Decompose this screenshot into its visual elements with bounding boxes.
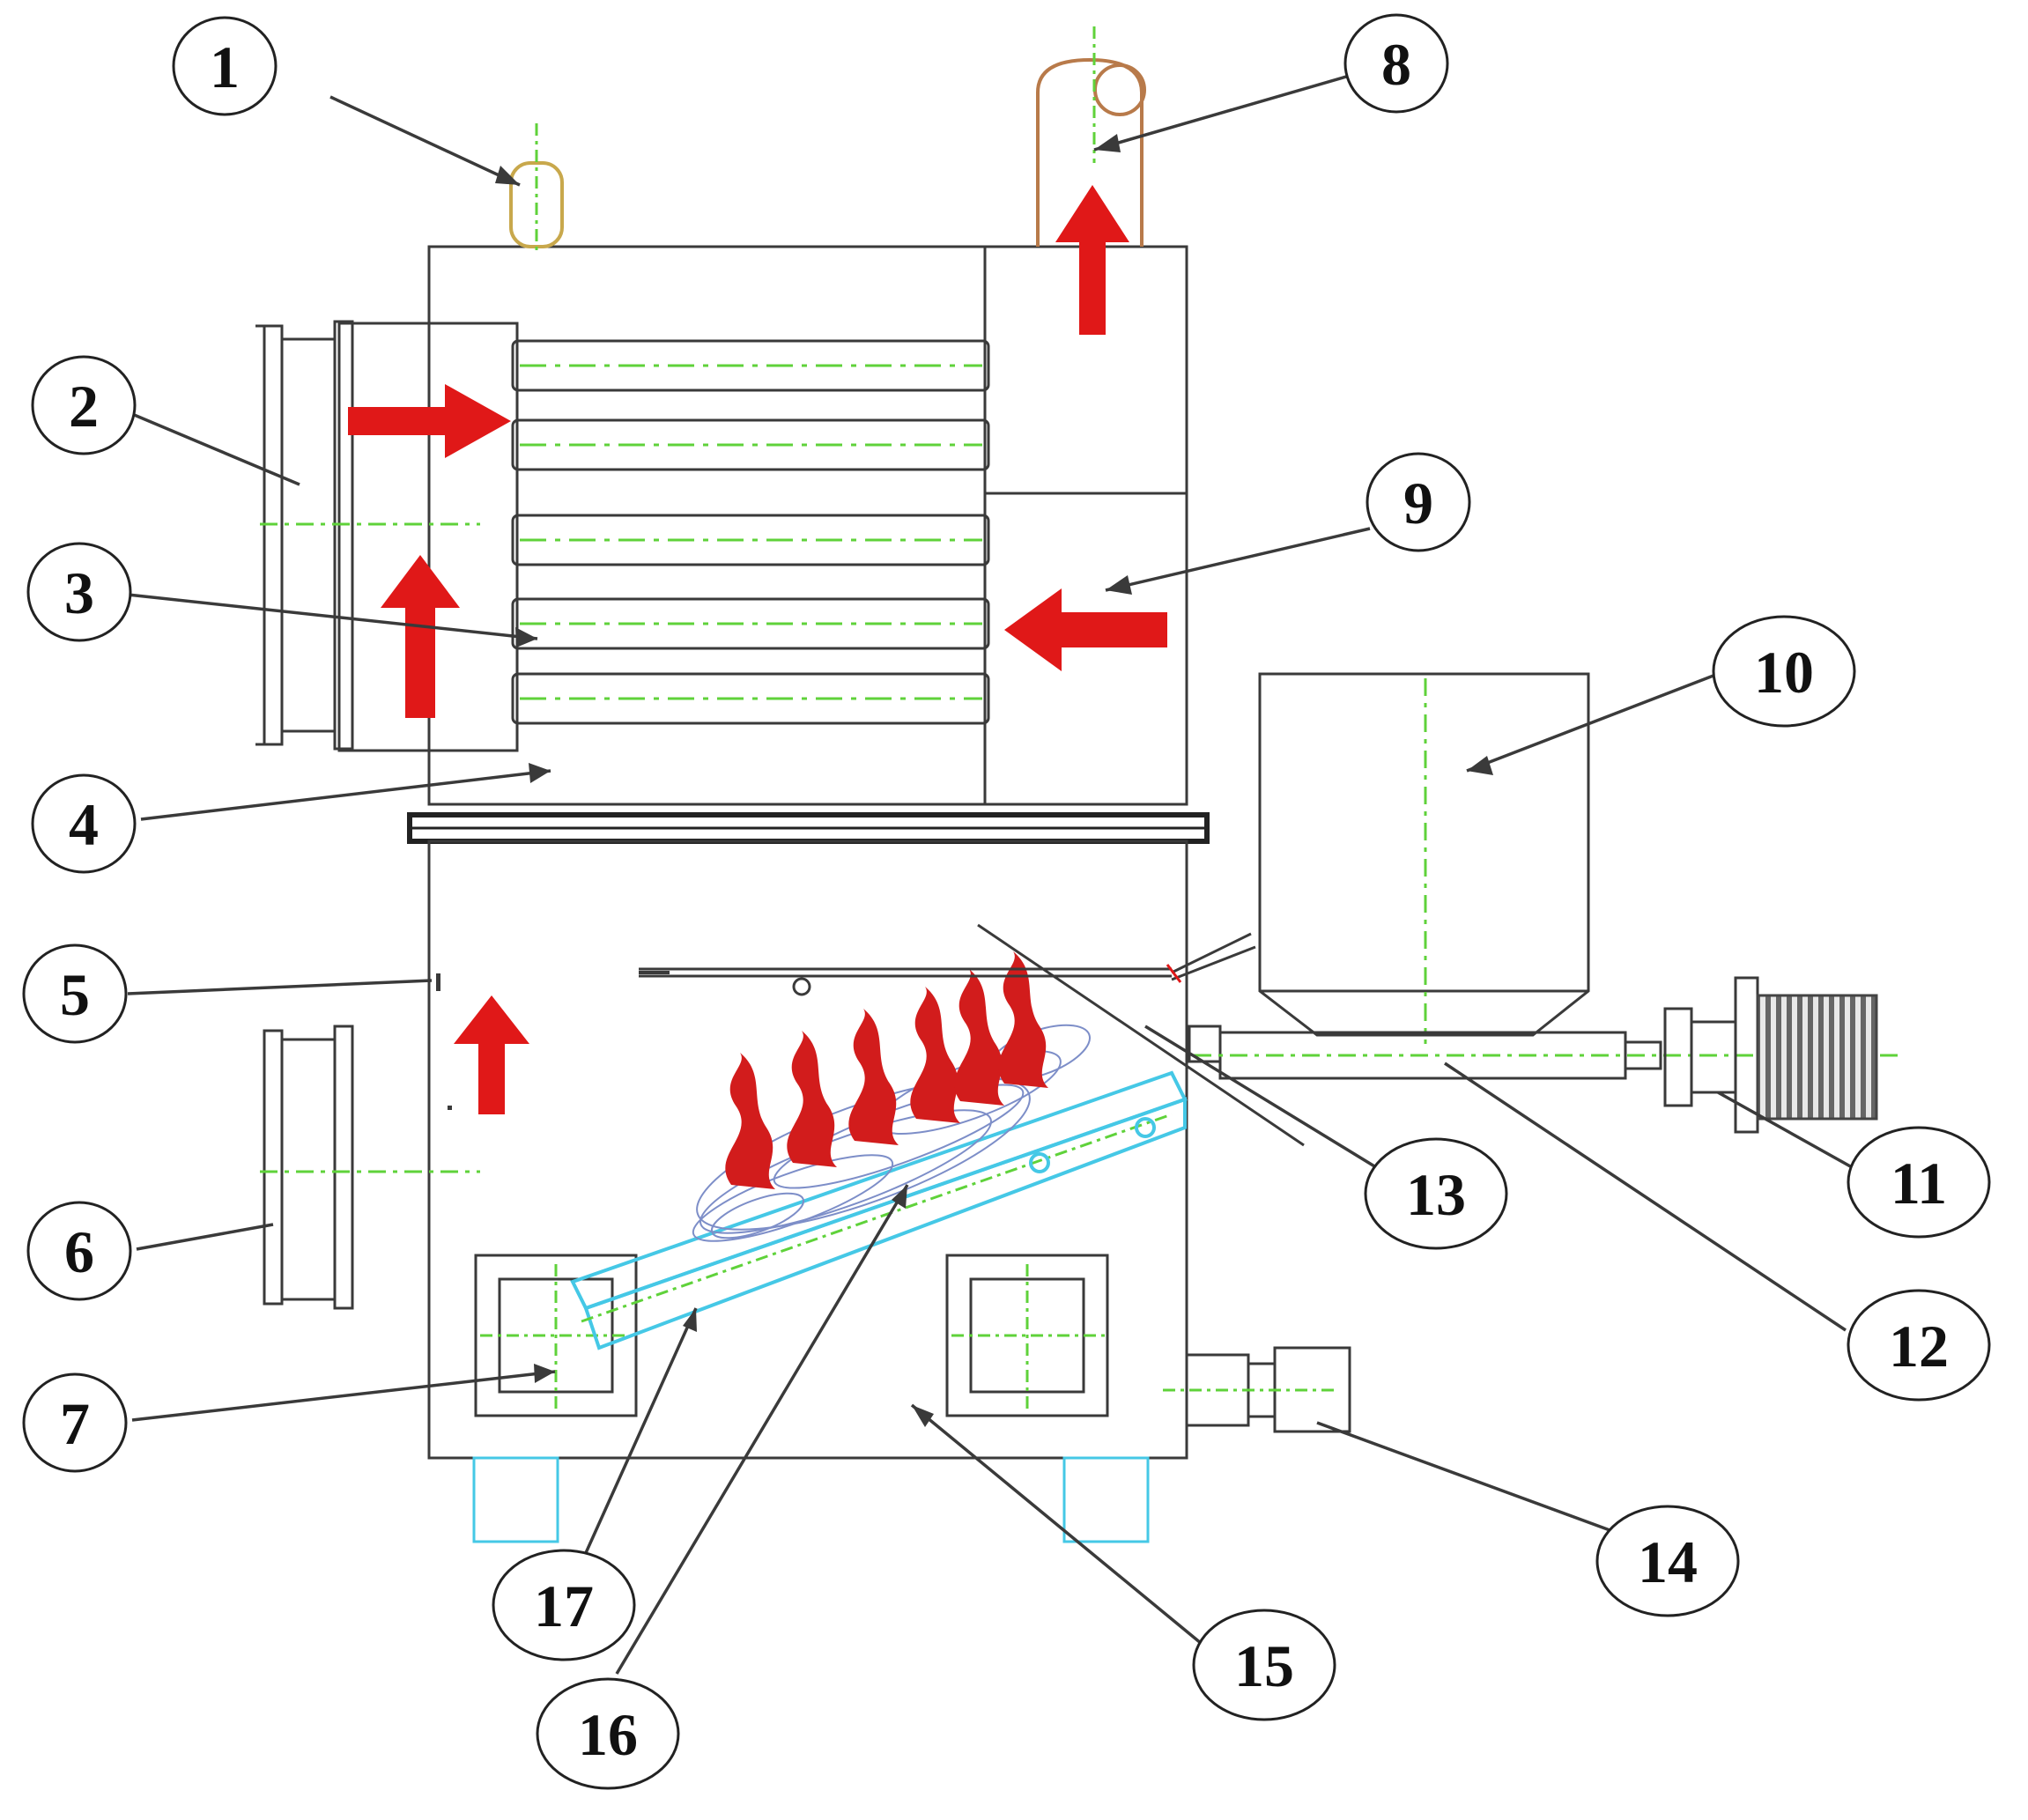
callout-label: 14 <box>1638 1528 1698 1595</box>
flow-arrow-left-icon <box>1004 588 1167 671</box>
fire-tube <box>511 514 990 566</box>
callout-12: 12 <box>1847 1289 1991 1402</box>
inlet-plenum <box>337 322 519 752</box>
callout-13: 13 <box>1364 1137 1508 1250</box>
fuel-hopper <box>1258 672 1590 1044</box>
secondary-air-pipe <box>639 923 1305 1147</box>
callout-1: 1 <box>172 16 278 116</box>
callout-label: 4 <box>69 791 99 858</box>
callout-9: 9 <box>1366 452 1471 552</box>
ash-drain-outlet <box>1163 1346 1351 1433</box>
flow-arrow-right-icon <box>348 384 511 458</box>
fire-tube <box>511 597 990 650</box>
support-feet <box>472 1456 1150 1543</box>
flow-arrows <box>348 185 1167 1114</box>
flames <box>725 951 1048 1189</box>
callout-16: 16 <box>536 1677 680 1790</box>
upper-side-flange <box>255 320 480 751</box>
callout-17: 17 <box>492 1549 636 1661</box>
flow-arrow-up-combustion-icon <box>454 995 529 1114</box>
callout-6: 6 <box>26 1201 132 1301</box>
callouts: 1 2 3 4 5 6 7 8 <box>22 13 1991 1790</box>
fire-tube <box>511 672 990 725</box>
middle-joint-flange <box>407 812 1210 844</box>
fire-tube <box>511 339 990 392</box>
callout-label: 13 <box>1406 1161 1466 1228</box>
callout-15: 15 <box>1192 1609 1336 1721</box>
inspection-window-right <box>945 1254 1109 1417</box>
fire-tubes <box>511 339 990 725</box>
flow-arrow-up-flue-icon <box>1055 185 1129 335</box>
callout-label: 3 <box>64 559 94 626</box>
water-pipe-top <box>509 123 564 251</box>
fire-tube <box>511 418 990 471</box>
lower-combustion-chamber <box>427 840 1188 1460</box>
callout-14: 14 <box>1595 1505 1740 1617</box>
callout-label: 8 <box>1381 31 1411 98</box>
inspection-window-left <box>474 1254 638 1417</box>
callout-5: 5 <box>22 943 128 1044</box>
callout-label: 16 <box>578 1701 638 1768</box>
callout-label: 5 <box>60 961 90 1028</box>
lower-side-flange <box>260 1025 480 1310</box>
callout-10: 10 <box>1712 615 1856 728</box>
callout-label: 7 <box>60 1390 90 1457</box>
callout-label: 2 <box>69 373 99 440</box>
callout-2: 2 <box>31 355 137 455</box>
callout-4: 4 <box>31 773 137 874</box>
inclined-grate <box>570 1070 1188 1350</box>
callout-3: 3 <box>26 542 132 642</box>
callout-label: 12 <box>1889 1313 1949 1380</box>
leader-arrowheads <box>495 134 1493 1427</box>
leader-lines <box>127 73 1869 1675</box>
callout-label: 1 <box>210 33 240 100</box>
flue-outlet-pipe <box>1036 26 1146 247</box>
callout-label: 17 <box>534 1572 594 1639</box>
callout-8: 8 <box>1343 13 1449 114</box>
flow-arrow-up-icon <box>381 555 460 718</box>
casing-details <box>436 973 452 1110</box>
callout-label: 11 <box>1891 1150 1947 1217</box>
upper-casing <box>427 245 1188 806</box>
callout-11: 11 <box>1847 1126 1991 1239</box>
callout-label: 9 <box>1403 470 1433 536</box>
callout-label: 15 <box>1234 1632 1294 1699</box>
drive-motor <box>1663 976 1878 1134</box>
callout-label: 6 <box>64 1218 94 1285</box>
callout-7: 7 <box>22 1372 128 1473</box>
lower-casing <box>427 840 1188 1460</box>
callout-label: 10 <box>1754 639 1814 706</box>
